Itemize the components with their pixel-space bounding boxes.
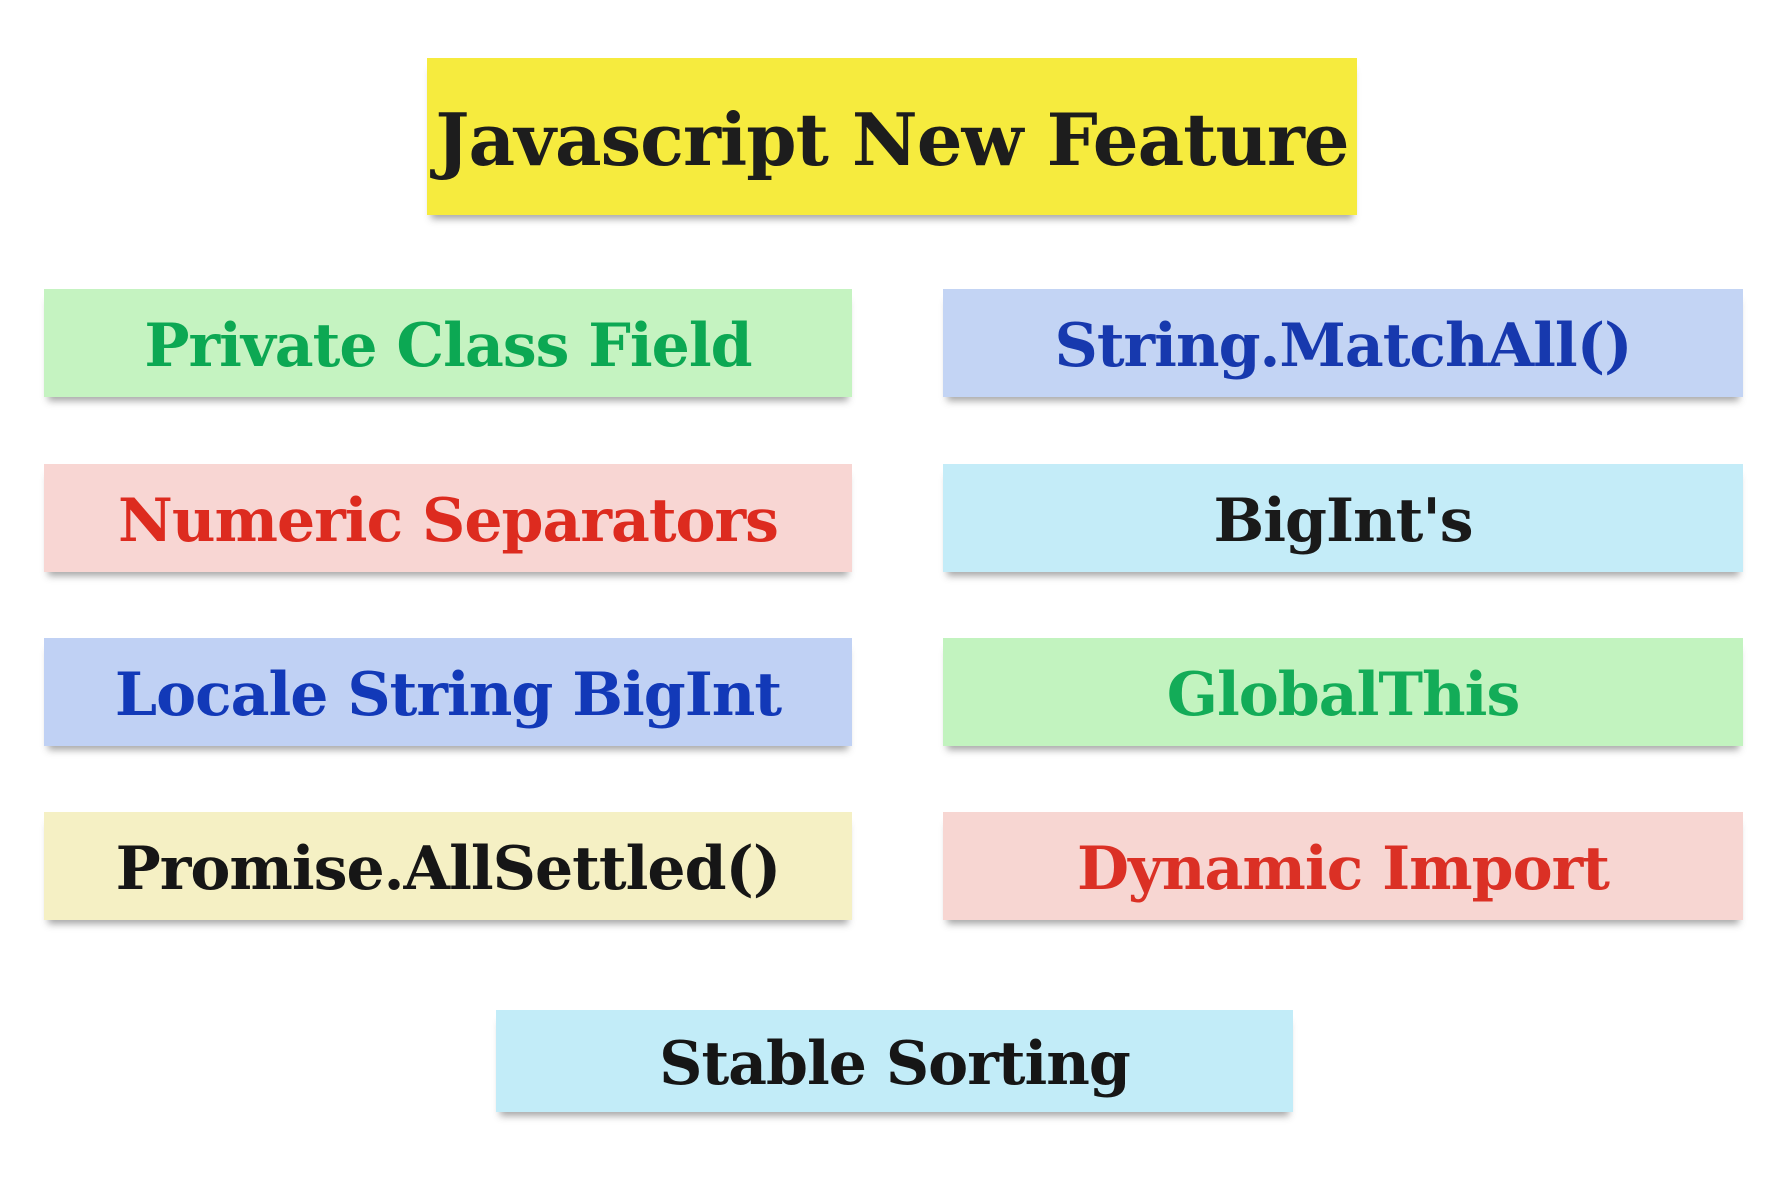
feature-label-private-class-field: Private Class Field (144, 311, 752, 381)
feature-box-globalthis: GlobalThis (943, 638, 1743, 746)
feature-box-dynamic-import: Dynamic Import (943, 812, 1743, 920)
feature-box-bigints: BigInt's (943, 464, 1743, 572)
feature-label-globalthis: GlobalThis (1166, 660, 1521, 730)
feature-label-promise-allsettled: Promise.AllSettled() (115, 834, 782, 904)
feature-label-string-matchall: String.MatchAll() (1054, 311, 1633, 381)
feature-box-string-matchall: String.MatchAll() (943, 289, 1743, 397)
feature-box-private-class-field: Private Class Field (44, 289, 852, 397)
title-box: Javascript New Feature (427, 58, 1357, 215)
feature-label-dynamic-import: Dynamic Import (1077, 834, 1610, 904)
diagram-title: Javascript New Feature (435, 97, 1349, 182)
feature-box-stable-sorting: Stable Sorting (496, 1010, 1293, 1112)
feature-label-bigints: BigInt's (1213, 486, 1473, 556)
feature-box-numeric-separators: Numeric Separators (44, 464, 852, 572)
feature-label-numeric-separators: Numeric Separators (118, 486, 779, 556)
feature-box-promise-allsettled: Promise.AllSettled() (44, 812, 852, 920)
feature-label-locale-string-bigint: Locale String BigInt (114, 660, 782, 730)
feature-box-locale-string-bigint: Locale String BigInt (44, 638, 852, 746)
feature-label-stable-sorting: Stable Sorting (659, 1029, 1131, 1099)
